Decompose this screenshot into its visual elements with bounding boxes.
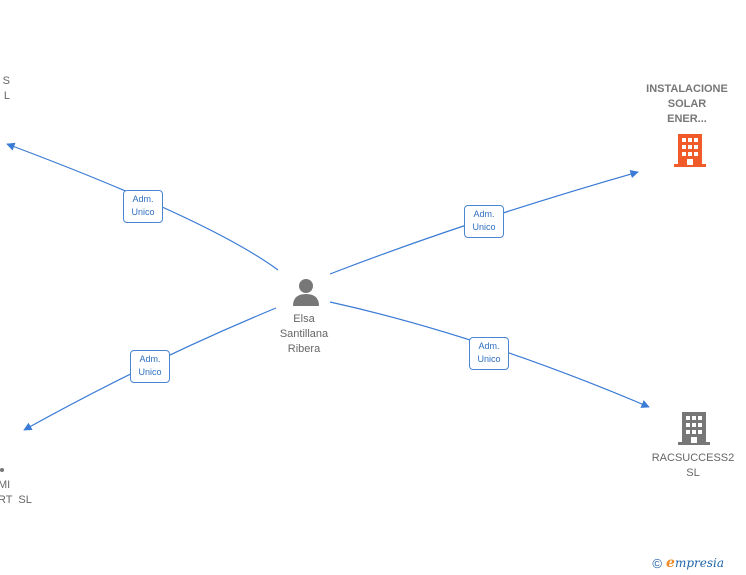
edge-label-top-right[interactable]: Adm. Unico: [464, 205, 504, 238]
relationship-graph: [0, 134, 710, 472]
company-label-bottom-left[interactable]: MI RT SL: [0, 478, 38, 508]
company-name-line: SL: [686, 467, 700, 479]
node-marker-dot: [0, 468, 4, 472]
company-name-line: S: [2, 75, 10, 87]
footer-brand[interactable]: © empresia: [652, 555, 724, 571]
edge-label-line: Unico: [138, 367, 162, 377]
company-name-line: SOLAR: [667, 98, 707, 110]
company-label-top-right[interactable]: INSTALACIONE SOLAR ENER...: [632, 82, 742, 127]
person-name-line: Ribera: [287, 343, 321, 355]
person-name-label[interactable]: Elsa Santillana Ribera: [262, 312, 346, 357]
edge-label-bottom-left[interactable]: Adm. Unico: [130, 350, 170, 383]
person-name-line: Santillana: [279, 328, 329, 340]
empresia-logo: empresia: [666, 555, 724, 571]
building-icon[interactable]: [674, 134, 706, 167]
edge-label-line: Adm.: [139, 354, 161, 364]
person-icon[interactable]: [293, 279, 319, 306]
company-name-line: ENER...: [667, 113, 707, 125]
edge-label-bottom-right[interactable]: Adm. Unico: [469, 337, 509, 370]
company-name-line: L: [3, 90, 10, 102]
edge-label-line: Unico: [131, 207, 155, 217]
person-name-line: Elsa: [293, 313, 315, 325]
edge-label-line: Unico: [477, 354, 501, 364]
company-name-line: MI: [0, 479, 11, 491]
edge-label-line: Unico: [472, 222, 496, 232]
company-label-bottom-right[interactable]: RACSUCCESS2 SL: [640, 451, 746, 481]
company-name-line: INSTALACIONE: [646, 83, 728, 95]
brand-rest: mpresia: [674, 556, 724, 570]
edge-label-line: Adm.: [473, 209, 495, 219]
edge-label-top-left[interactable]: Adm. Unico: [123, 190, 163, 223]
edge-line-top-left: [6, 142, 279, 271]
edge-label-line: Adm.: [132, 194, 154, 204]
copyright-icon: ©: [652, 555, 663, 571]
company-name-line: RACSUCCESS2: [651, 452, 735, 464]
brand-initial: e: [666, 555, 675, 571]
company-label-top-left[interactable]: S L: [0, 74, 10, 104]
company-name-line: RT SL: [0, 494, 32, 506]
edge-label-line: Adm.: [478, 341, 500, 351]
building-icon[interactable]: [678, 412, 710, 445]
